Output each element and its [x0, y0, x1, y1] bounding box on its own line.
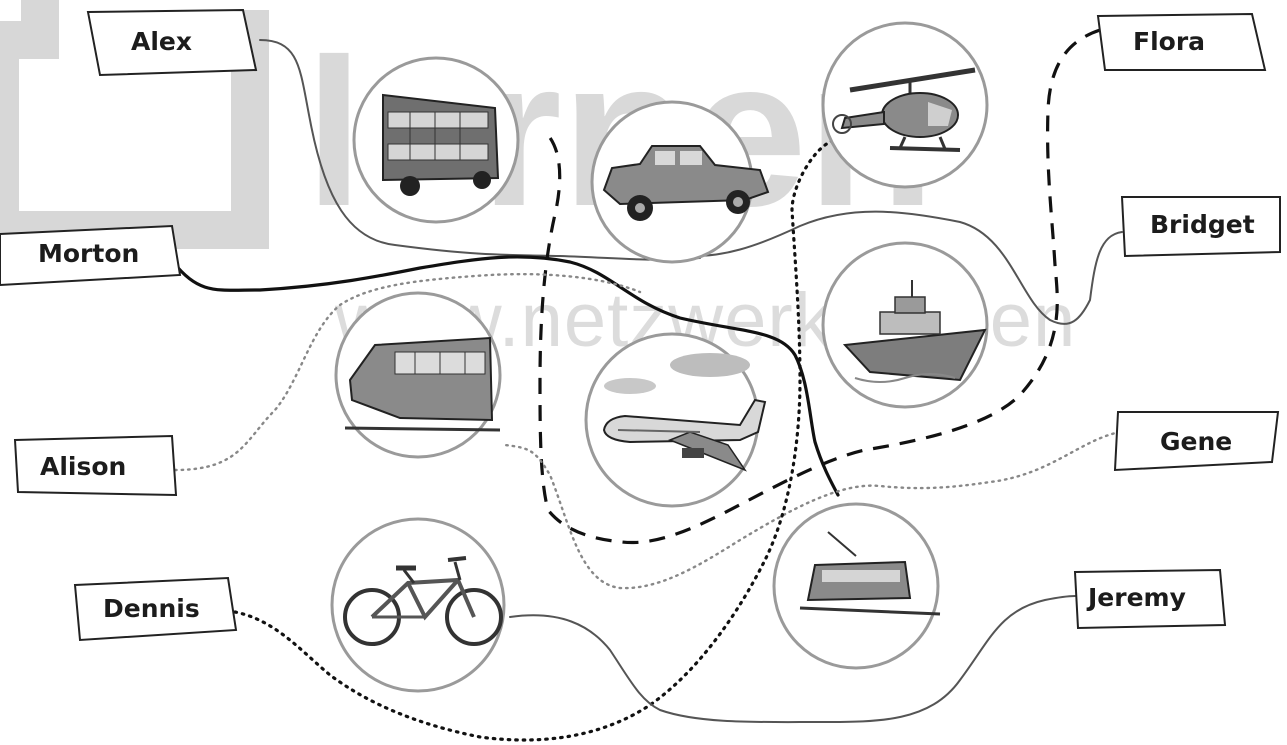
vehicle-circles [332, 23, 987, 691]
label-dennis: Dennis [75, 578, 236, 640]
label-alison-text: Alison [40, 452, 126, 481]
label-flora: Flora [1098, 14, 1265, 70]
label-bridget-text: Bridget [1150, 210, 1255, 239]
label-bridget: Bridget [1122, 197, 1280, 256]
tram-circle [774, 504, 940, 668]
train-circle [336, 293, 500, 457]
label-flora-text: Flora [1133, 27, 1205, 56]
airplane-circle [586, 334, 765, 506]
label-alex: Alex [88, 10, 256, 75]
label-morton: Morton [0, 226, 180, 285]
bicycle-circle [332, 519, 504, 691]
label-alex-text: Alex [131, 27, 192, 56]
label-morton-text: Morton [38, 239, 139, 268]
label-jeremy: Jeremy [1075, 570, 1225, 628]
label-gene-text: Gene [1160, 427, 1232, 456]
ship-circle [823, 243, 987, 407]
helicopter-circle [823, 23, 987, 187]
label-alison: Alison [15, 436, 176, 495]
bus-circle [354, 58, 518, 222]
label-jeremy-text: Jeremy [1086, 583, 1186, 612]
label-gene: Gene [1115, 412, 1278, 470]
label-dennis-text: Dennis [103, 594, 200, 623]
